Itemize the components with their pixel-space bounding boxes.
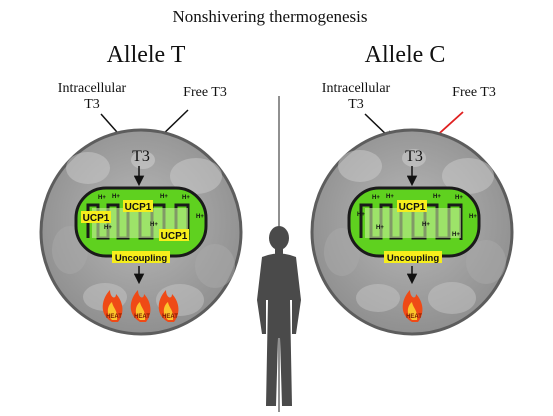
ucp1-label: UCP1 xyxy=(399,202,426,213)
free-t3-label: Free T3 xyxy=(183,85,227,100)
proton-label: H+ xyxy=(112,194,120,200)
proton-label: H+ xyxy=(150,222,158,228)
heat-label: HEAT xyxy=(406,314,422,320)
human-silhouette-icon xyxy=(257,226,301,406)
proton-label: H+ xyxy=(160,194,168,200)
mitochondrion xyxy=(347,186,481,258)
ucp1-label: UCP1 xyxy=(125,202,152,213)
proton-label: H+ xyxy=(182,195,190,201)
proton-label: H+ xyxy=(455,195,463,201)
proton-label: H+ xyxy=(357,212,365,218)
t3-label: T3 xyxy=(132,148,150,165)
flame-icon: HEAT xyxy=(158,290,179,322)
panel-allele-c: Allele C Intracellular T3 Free T3 T3 H+ … xyxy=(310,42,514,336)
ucp1-label: UCP1 xyxy=(161,231,188,242)
heat-label: HEAT xyxy=(134,314,150,320)
flame-icon: HEAT xyxy=(402,290,423,322)
proton-label: H+ xyxy=(422,222,430,228)
proton-label: H+ xyxy=(386,194,394,200)
proton-label: H+ xyxy=(469,214,477,220)
figure-title: Nonshivering thermogenesis xyxy=(173,7,368,26)
t3-label: T3 xyxy=(405,148,423,165)
intracellular-label-line1: Intracellular xyxy=(322,81,391,96)
flame-icon: HEAT xyxy=(130,290,151,322)
proton-label: H+ xyxy=(98,195,106,201)
proton-label: H+ xyxy=(376,225,384,231)
proton-label: H+ xyxy=(372,195,380,201)
proton-cluster: H+ H+ H+ H+ H+ H+ H+ H+ H+ xyxy=(357,194,477,238)
proton-label: H+ xyxy=(433,194,441,200)
uncoupling-label: Uncoupling xyxy=(387,253,439,264)
intracellular-label-line2: T3 xyxy=(84,97,100,112)
heat-label: HEAT xyxy=(162,314,178,320)
proton-label: H+ xyxy=(104,225,112,231)
intracellular-label-line2: T3 xyxy=(348,97,364,112)
ucp1-label: UCP1 xyxy=(83,213,110,224)
panel-heading: Allele T xyxy=(107,42,186,68)
intracellular-label-line1: Intracellular xyxy=(58,81,127,96)
free-t3-label: Free T3 xyxy=(452,85,496,100)
flame-icon: HEAT xyxy=(102,290,123,322)
panel-heading: Allele C xyxy=(365,42,446,68)
proton-label: H+ xyxy=(196,214,204,220)
panel-allele-t: Allele T Intracellular T3 Free T3 T3 xyxy=(39,42,243,336)
uncoupling-label: Uncoupling xyxy=(115,253,167,264)
heat-label: HEAT xyxy=(106,314,122,320)
proton-label: H+ xyxy=(452,232,460,238)
